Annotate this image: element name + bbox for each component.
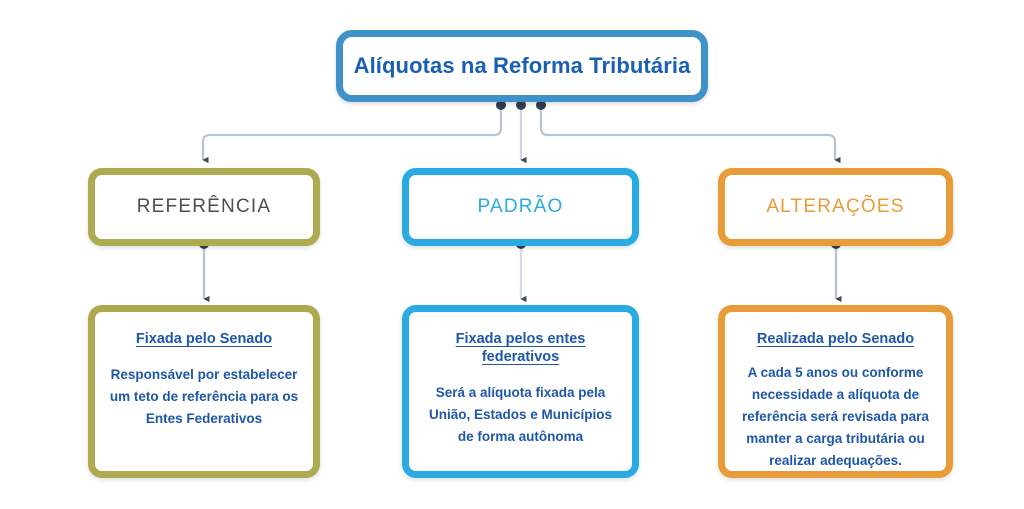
- category-node-referencia: REFERÊNCIA: [88, 168, 320, 246]
- detail-heading-alteracoes: Realizada pelo Senado: [756, 331, 915, 347]
- detail-body-padrao: Será a alíquota fixada pela União, Estad…: [428, 385, 613, 444]
- connector-title-to-referencia: [201, 105, 503, 164]
- category-label-referencia: REFERÊNCIA: [136, 196, 272, 217]
- detail-node-padrao: Fixada pelos entes federativos Será a al…: [402, 305, 639, 478]
- detail-body-alteracoes: A cada 5 anos ou conforme necessidade a …: [742, 365, 929, 468]
- diagram-title-text: Alíquotas na Reforma Tributária: [353, 53, 691, 78]
- connector-title-to-alteracoes: [539, 105, 841, 164]
- detail-heading-referencia: Fixada pelo Senado: [135, 331, 273, 347]
- detail-heading-padrao: Fixada pelos entes federativos: [455, 331, 586, 366]
- category-label-alteracoes: ALTERAÇÕES: [766, 196, 905, 217]
- detail-node-referencia: Fixada pelo Senado Responsável por estab…: [88, 305, 320, 478]
- category-label-padrao: PADRÃO: [477, 196, 564, 217]
- category-node-padrao: PADRÃO: [402, 168, 639, 246]
- detail-node-alteracoes: Realizada pelo Senado A cada 5 anos ou c…: [718, 305, 953, 478]
- category-node-alteracoes: ALTERAÇÕES: [718, 168, 953, 246]
- diagram-title-node: Alíquotas na Reforma Tributária: [336, 30, 708, 102]
- detail-body-referencia: Responsável por estabelecer um teto de r…: [109, 367, 299, 426]
